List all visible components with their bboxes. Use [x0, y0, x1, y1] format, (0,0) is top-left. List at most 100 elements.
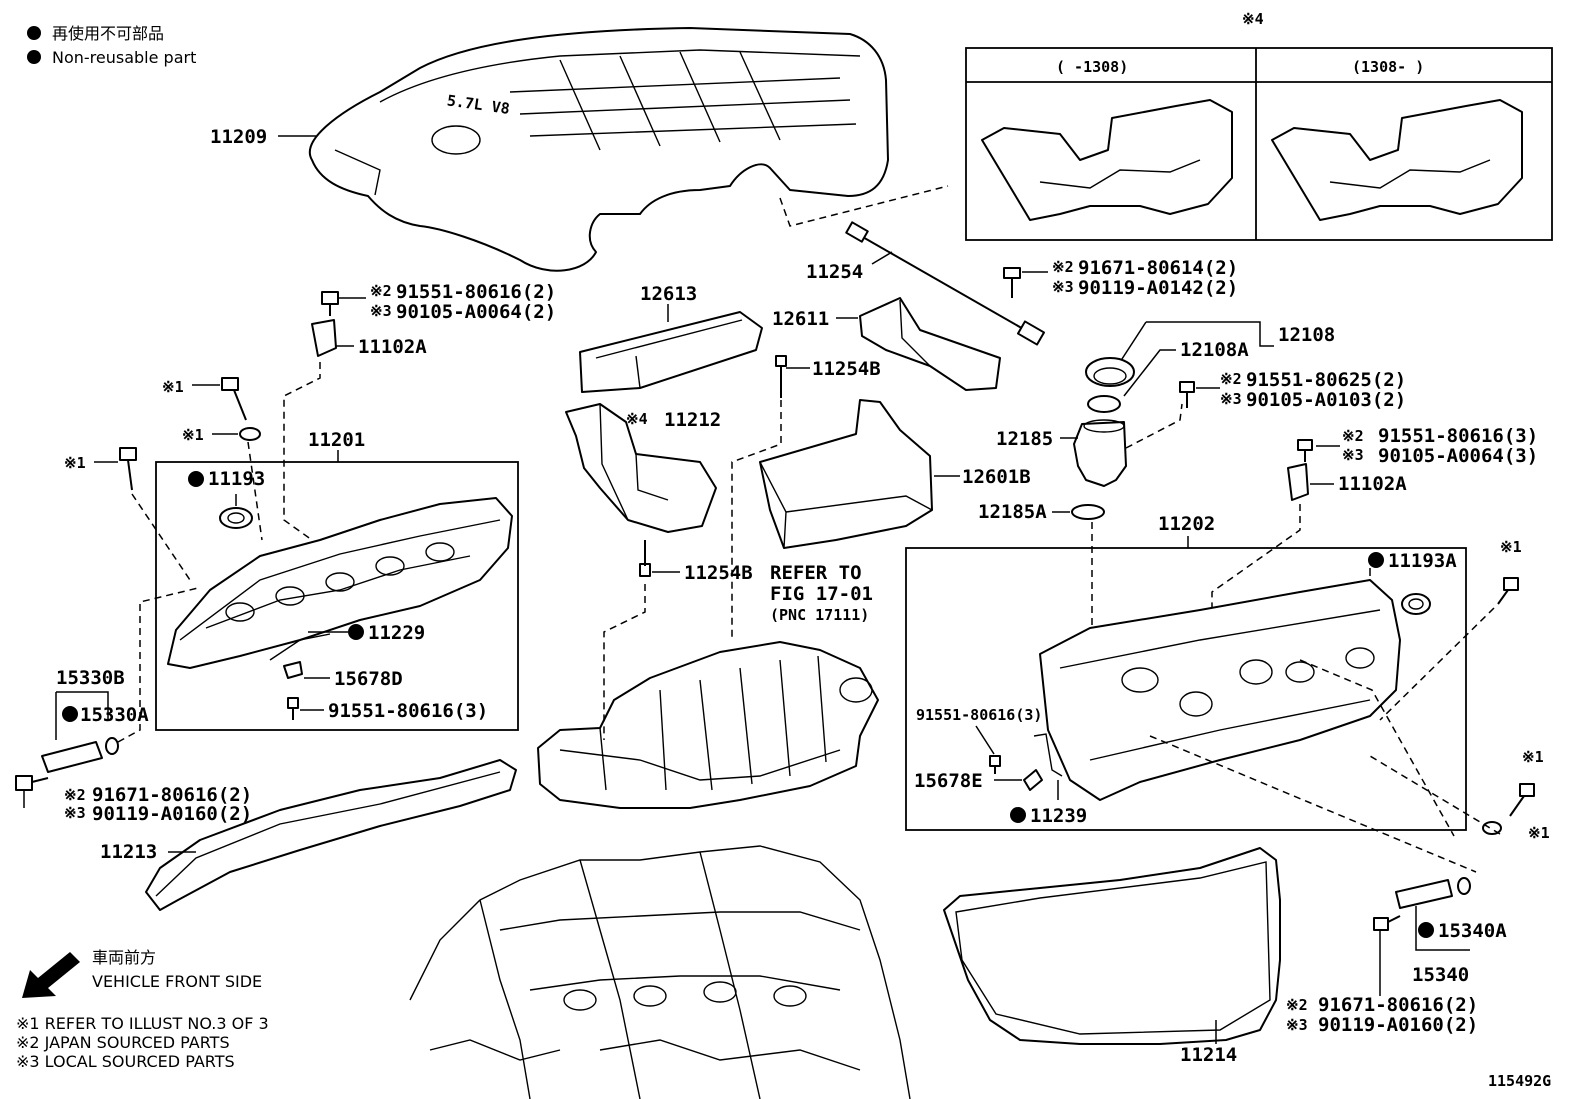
label-11254: 11254 — [806, 261, 863, 283]
label-11193: 11193 — [208, 468, 265, 490]
mark-ref3-b1: ※3 — [370, 302, 392, 320]
label-b5-loc: 90119-A0160(2) — [92, 803, 252, 825]
oil-filler-gasket — [1087, 395, 1121, 413]
label-b2-jp: 91671-80614(2) — [1078, 257, 1238, 279]
mark-ref1-b: ※1 — [182, 426, 204, 444]
label-11214: 11214 — [1180, 1044, 1237, 1066]
label-b2-loc: 90119-A0142(2) — [1078, 277, 1238, 299]
label-12601B: 12601B — [962, 466, 1031, 488]
mark-ref2-b2: ※2 — [1052, 258, 1074, 276]
mark-ref4-11212: ※4 — [626, 410, 648, 428]
label-11254B-top: 11254B — [812, 358, 881, 380]
label-11212: 11212 — [664, 409, 721, 431]
non-reusable-dot-icon — [27, 26, 41, 40]
non-reusable-dot-icon — [1010, 807, 1026, 823]
label-12108: 12108 — [1278, 324, 1335, 346]
illustration-number: 115492G — [1488, 1072, 1551, 1090]
mark-ref2-b6: ※2 — [1286, 996, 1308, 1014]
front-arrow-icon — [22, 952, 80, 998]
label-15678D: 15678D — [334, 668, 403, 690]
label-b4-loc: 90105-A0064(3) — [1378, 445, 1538, 467]
label-11254B-bottom: 11254B — [684, 562, 753, 584]
insulator-12601B: 12601B — [759, 399, 1031, 549]
engine-cover-11209: 5.7L V8 11209 — [210, 27, 889, 272]
label-b3-jp: 91551-80625(2) — [1246, 369, 1406, 391]
label-11193A: 11193A — [1388, 550, 1457, 572]
insulator-11212: ※4 11212 — [565, 403, 721, 533]
front-label-en: VEHICLE FRONT SIDE — [92, 972, 262, 991]
inset-right-header: (1308- ) — [1352, 58, 1424, 76]
oil-filler-group: 12108 12108A 12185 12185A — [978, 321, 1335, 523]
oil-filler-tube-12185 — [1073, 421, 1127, 487]
gasket-11214: 11214 — [943, 847, 1281, 1066]
oil-filler-seal-11193A — [1401, 593, 1431, 615]
vehicle-front-indicator: 車両前方 VEHICLE FRONT SIDE — [22, 948, 262, 998]
label-15330B: 15330B — [56, 667, 125, 689]
engine-block — [409, 845, 911, 1099]
insulator-12611: 12611 — [772, 297, 1001, 391]
label-91551-80616-3-right: 91551-80616(3) — [916, 706, 1042, 724]
label-b4-jp: 91551-80616(3) — [1378, 425, 1538, 447]
mark-ref3-b6: ※3 — [1286, 1016, 1308, 1034]
mark-ref3-b5: ※3 — [64, 804, 86, 822]
cam-cover-right — [1039, 579, 1401, 801]
label-91551-80616-3-left: 91551-80616(3) — [328, 700, 488, 722]
label-12185: 12185 — [996, 428, 1053, 450]
bolt-11254B-bottom: 11254B — [639, 540, 753, 584]
gasket-12185A — [1071, 504, 1105, 520]
label-b1-loc: 90105-A0064(2) — [396, 301, 556, 323]
bolt-group-b2: ※2 91671-80614(2) ※3 90119-A0142(2) — [1003, 257, 1238, 299]
gasket-11213: 11213 — [100, 759, 517, 911]
rod-11254: 11254 — [806, 221, 1046, 346]
cam-cover-11202-group: 11202 11193A 91551-80616(3) 15678E 11239 — [905, 513, 1467, 831]
inset-left-header: ( -1308) — [1056, 58, 1128, 76]
sensor-11102A-left: ※2 91551-80616(2) ※3 90105-A0064(2) 1110… — [311, 281, 556, 358]
non-reusable-dot-icon — [1368, 552, 1384, 568]
footnote-3: ※3 LOCAL SOURCED PARTS — [16, 1052, 235, 1071]
non-reusable-dot-icon — [188, 471, 204, 487]
front-label-jp: 車両前方 — [92, 948, 156, 967]
footnotes: ※1 REFER TO ILLUST NO.3 OF 3 ※2 JAPAN SO… — [16, 1014, 269, 1071]
ref1-bolts-right: ※1 ※1 ※1 — [1482, 538, 1550, 842]
mark-ref1-e: ※1 — [1522, 748, 1544, 766]
label-12108A: 12108A — [1180, 339, 1249, 361]
mark-ref1-f: ※1 — [1528, 824, 1550, 842]
label-b5-jp: 91671-80616(2) — [92, 784, 252, 806]
gasket-11239 — [1033, 733, 1063, 777]
inset-marker: ※4 — [1242, 10, 1264, 28]
label-15330A: 15330A — [80, 704, 149, 726]
mark-ref1-d: ※1 — [1500, 538, 1522, 556]
legend-non-reusable-en: Non-reusable part — [52, 48, 196, 67]
label-11102A-right: 11102A — [1338, 473, 1407, 495]
label-b6-loc: 90119-A0160(2) — [1318, 1014, 1478, 1036]
label-12611: 12611 — [772, 308, 829, 330]
insulator-12613: 12613 — [579, 283, 763, 393]
mark-ref2-b1: ※2 — [370, 282, 392, 300]
non-reusable-dot-icon — [27, 50, 41, 64]
bolt-group-b3: ※2 91551-80625(2) ※3 90105-A0103(2) — [1179, 369, 1406, 411]
footnote-2: ※2 JAPAN SOURCED PARTS — [16, 1033, 230, 1052]
mark-ref2-b3: ※2 — [1220, 370, 1242, 388]
mark-ref2-b4: ※2 — [1342, 427, 1364, 445]
bracket-15678D — [283, 661, 303, 679]
label-11239: 11239 — [1030, 805, 1087, 827]
mark-ref2-b5: ※2 — [64, 786, 86, 804]
oil-filler-seal-11193 — [219, 507, 253, 529]
refer-line-2: FIG 17-01 — [770, 583, 873, 605]
label-12613: 12613 — [640, 283, 697, 305]
label-11209: 11209 — [210, 126, 267, 148]
label-11201: 11201 — [308, 429, 365, 451]
footnote-1: ※1 REFER TO ILLUST NO.3 OF 3 — [16, 1014, 269, 1033]
non-reusable-dot-icon — [1418, 922, 1434, 938]
ref1-bolts-left: ※1 ※1 ※1 — [64, 377, 261, 491]
legend-non-reusable-jp: 再使用不可部品 — [52, 24, 164, 43]
cam-cover-left — [167, 497, 513, 669]
label-11202: 11202 — [1158, 513, 1215, 535]
mark-ref3-b2: ※3 — [1052, 278, 1074, 296]
cam-cover-11201-group: 11201 11193 11229 15678D 91551-80616(3) — [155, 429, 519, 731]
mark-ref1-c: ※1 — [64, 454, 86, 472]
inset-insulator-old — [981, 99, 1233, 221]
refer-line-3: (PNC 17111) — [770, 606, 869, 624]
intake-manifold — [537, 641, 879, 809]
